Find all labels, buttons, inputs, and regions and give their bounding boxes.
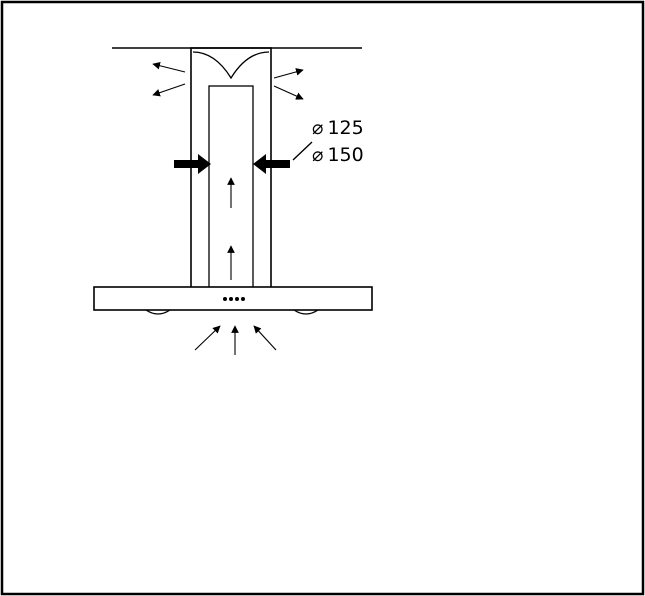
inner-diameter-label: ⌀125 [312, 117, 364, 139]
hood-canopy [93, 286, 373, 311]
lamp-left [145, 309, 171, 315]
inner-diameter-value: 125 [327, 117, 363, 139]
thin-arrow-icon [152, 83, 186, 97]
thick-arrow-icon [174, 154, 211, 174]
diameter-symbol: ⌀ [312, 144, 323, 166]
lamp-right [293, 309, 319, 315]
thin-arrow-icon [253, 325, 277, 351]
dot-icon [223, 297, 245, 301]
thin-arrow-icon [194, 325, 221, 351]
outer-diameter-label: ⌀150 [312, 144, 364, 166]
thin-arrow-icon [152, 61, 186, 73]
outer-diameter-value: 150 [327, 144, 363, 166]
thin-arrow-icon [273, 85, 304, 100]
thin-arrow-icon [273, 68, 304, 79]
duct-top-vent [192, 51, 270, 80]
dimension-leader [292, 141, 313, 161]
thick-arrow-icon [253, 154, 290, 174]
diameter-symbol: ⌀ [312, 117, 323, 139]
